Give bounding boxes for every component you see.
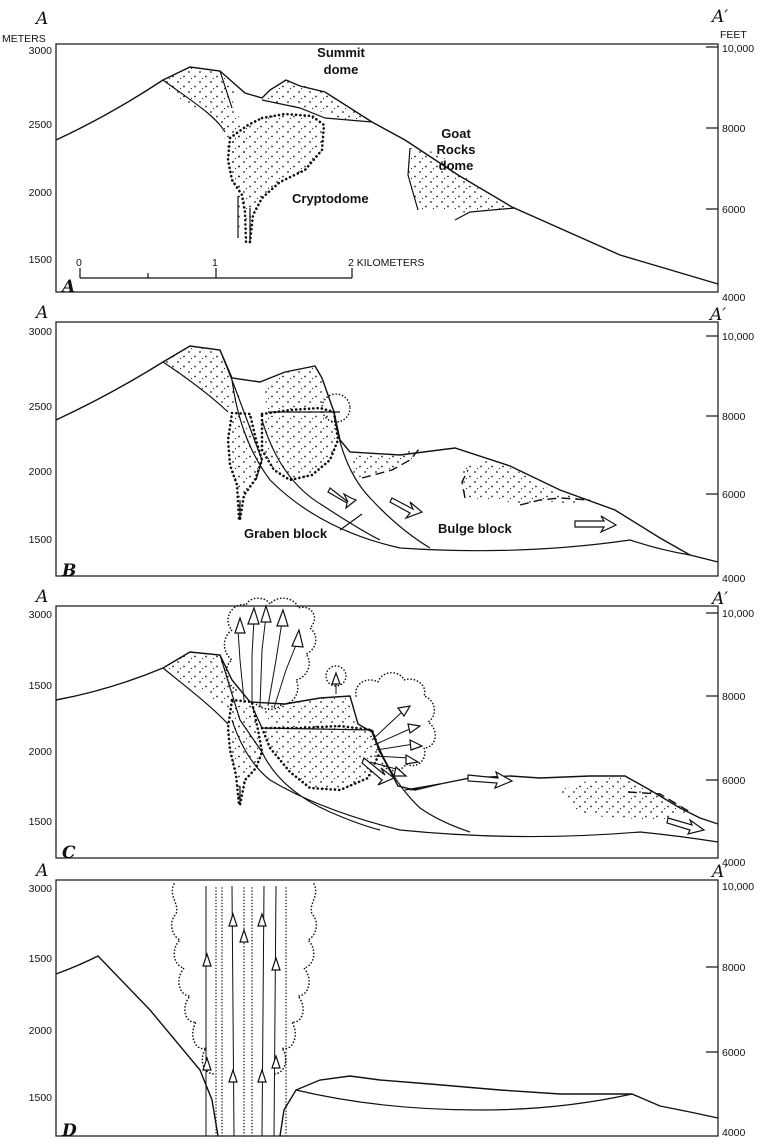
panel-d-deposit-base xyxy=(296,1090,632,1110)
panel-d-right-tick-6000: 6000 xyxy=(722,1047,746,1059)
scale-label-2: 2 KILOMETERS xyxy=(348,257,424,269)
panel-d-letter: D xyxy=(61,1121,77,1138)
panel-c-right-section-label: A′ xyxy=(710,589,728,609)
goat-rocks-label-2: Rocks xyxy=(436,142,475,157)
panel-a-scale-bar: 0 1 2 KILOMETERS xyxy=(76,257,424,278)
panel-c-left-section-label: A xyxy=(34,587,48,607)
panel-c-left-tick-1500b: 1500 xyxy=(29,816,53,828)
panel-a-left-tick-3000: 3000 xyxy=(29,45,53,57)
panel-b-frame xyxy=(56,322,718,576)
panel-c: A 3000 1500 2000 1500 A′ 10,000 8000 600… xyxy=(29,587,755,869)
graben-block-label: Graben block xyxy=(244,526,328,541)
panel-b-right-tick-10000: 10,000 xyxy=(722,331,754,343)
panel-b-cryptodome-graben xyxy=(262,408,338,480)
panel-b-bulge-deposit-2 xyxy=(462,460,590,505)
panel-b-arrow-1 xyxy=(328,488,356,508)
panel-d-left-slope-profile xyxy=(56,956,218,1136)
panel-a-right-tick-10000: 10,000 xyxy=(722,43,754,55)
panel-d: A 3000 1500 2000 1500 A′ 10,000 8000 600… xyxy=(29,861,755,1138)
scale-label-0: 0 xyxy=(76,257,82,269)
panel-d-right-tick-8000: 8000 xyxy=(722,962,746,974)
panel-c-right-tick-10000: 10,000 xyxy=(722,608,754,620)
panel-d-left-tick-3000: 3000 xyxy=(29,883,53,895)
panel-b-left-tick-2000: 2000 xyxy=(29,466,53,478)
panel-c-letter: C xyxy=(62,843,76,863)
panel-b-summit-block xyxy=(262,366,324,412)
panel-a-right-unit: FEET xyxy=(720,29,747,41)
panel-a-right-tick-8000: 8000 xyxy=(722,123,746,135)
cryptodome-label: Cryptodome xyxy=(292,191,369,206)
panel-a-letter: A xyxy=(60,277,75,297)
panel-c-cryptodome-graben xyxy=(262,726,380,790)
panel-c-right-tick-8000: 8000 xyxy=(722,691,746,703)
panel-d-left-section-label: A xyxy=(34,861,48,881)
panel-d-left-tick-2000: 2000 xyxy=(29,1025,53,1037)
scale-label-1: 1 xyxy=(212,257,218,269)
panel-b-arrow-3 xyxy=(575,516,616,532)
panel-c-left-tick-3000: 3000 xyxy=(29,609,53,621)
panel-b-right-tick-4000: 4000 xyxy=(722,573,746,585)
panel-b-right-tick-6000: 6000 xyxy=(722,489,746,501)
summit-dome-label-1: Summit xyxy=(317,45,365,60)
panel-a-left-tick-2500: 2500 xyxy=(29,119,53,131)
panel-d-right-slope-profile xyxy=(280,1076,718,1136)
panel-b-arrow-2 xyxy=(390,498,422,518)
panel-c-left-tick-2000: 2000 xyxy=(29,746,53,758)
panel-a-left-section-label: A xyxy=(34,9,48,29)
panel-b-left-tick-3000: 3000 xyxy=(29,326,53,338)
panel-d-left-tick-1500b: 1500 xyxy=(29,1092,53,1104)
panel-c-vertical-flow-lines xyxy=(238,616,298,708)
bulge-block-label: Bulge block xyxy=(438,521,512,536)
panel-d-right-tick-10000: 10,000 xyxy=(722,881,754,893)
panel-a-left-unit: METERS xyxy=(2,33,46,45)
panel-b-cryptodome-left xyxy=(228,413,262,520)
panel-c-bulge-deposit xyxy=(560,776,690,820)
panel-c-arrow-2 xyxy=(468,772,512,788)
panel-d-frame xyxy=(56,880,718,1136)
panel-a-right-tick-4000: 4000 xyxy=(722,292,746,304)
panel-d-column-right-edge xyxy=(274,884,316,1074)
panel-b-left-tick-1500: 1500 xyxy=(29,534,53,546)
panel-a-ground-profile xyxy=(56,67,718,284)
panel-d-column-arrowheads xyxy=(203,914,280,1082)
panel-c-old-summit-deposits xyxy=(163,652,235,710)
panel-b-ground-profile xyxy=(56,346,718,562)
panel-a: A METERS 3000 2500 2000 1500 A′ FEET 10,… xyxy=(2,7,754,304)
panel-b-left-tick-2500: 2500 xyxy=(29,401,53,413)
summit-dome-label-2: dome xyxy=(324,62,359,77)
panel-b: A 3000 2500 2000 1500 A′ 10,000 8000 600… xyxy=(29,303,755,585)
panel-d-column-left-edge xyxy=(172,884,214,1074)
panel-c-arrow-3 xyxy=(667,818,704,834)
panel-c-frame xyxy=(56,606,718,858)
panel-a-right-tick-6000: 6000 xyxy=(722,204,746,216)
goat-rocks-label-3: dome xyxy=(439,158,474,173)
panel-a-left-tick-2000: 2000 xyxy=(29,187,53,199)
goat-rocks-label-1: Goat xyxy=(441,126,471,141)
panel-a-left-tick-1500: 1500 xyxy=(29,254,53,266)
panel-c-right-tick-6000: 6000 xyxy=(722,775,746,787)
panel-b-small-explosion-cloud xyxy=(322,394,350,422)
panel-b-right-tick-8000: 8000 xyxy=(722,411,746,423)
panel-b-right-section-label: A′ xyxy=(708,305,726,325)
panel-d-right-tick-4000: 4000 xyxy=(722,1127,746,1138)
panel-d-right-section-label: A′ xyxy=(710,862,728,882)
panel-a-cryptodome xyxy=(228,114,324,242)
panel-b-left-section-label: A xyxy=(34,303,48,323)
panel-a-right-section-label: A′ xyxy=(710,7,728,27)
panel-c-left-tick-1500a: 1500 xyxy=(29,680,53,692)
panel-b-letter: B xyxy=(61,561,76,581)
panel-d-left-tick-1500a: 1500 xyxy=(29,953,53,965)
panel-c-vertical-arrowheads xyxy=(235,606,303,647)
